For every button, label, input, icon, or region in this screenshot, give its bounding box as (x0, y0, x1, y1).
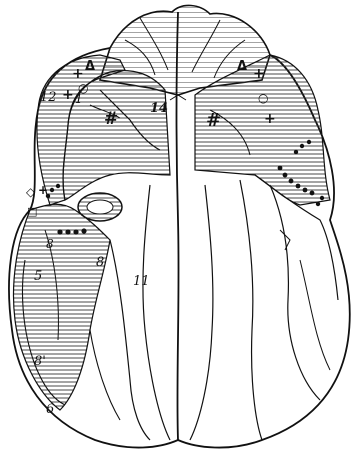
square-icon: □ (27, 205, 37, 218)
diamond-icon: ◇ (26, 185, 36, 199)
label-8-upper: 8 (46, 237, 54, 251)
hash-icon: # (104, 109, 118, 129)
label-1: 1 (75, 92, 83, 106)
label-11: 11 (133, 274, 150, 289)
triangle-icon: Δ (85, 59, 95, 74)
plus-icon: + (264, 111, 276, 127)
label-14: 14 (150, 101, 168, 116)
triangle-icon: Δ (237, 59, 247, 74)
circle-icon: ○ (258, 91, 268, 105)
plus-icon: + (72, 66, 84, 82)
label-5: 5 (34, 269, 42, 284)
label-8-prime: 8' (34, 354, 46, 369)
label-6: 6 (46, 402, 54, 417)
plus-icon: + (253, 66, 265, 82)
plus-icon: + (62, 87, 74, 103)
label-12: 12 (40, 90, 57, 105)
plus-icon: + (38, 183, 48, 197)
label-8: 8 (96, 255, 104, 270)
hash-icon: # (206, 110, 221, 131)
